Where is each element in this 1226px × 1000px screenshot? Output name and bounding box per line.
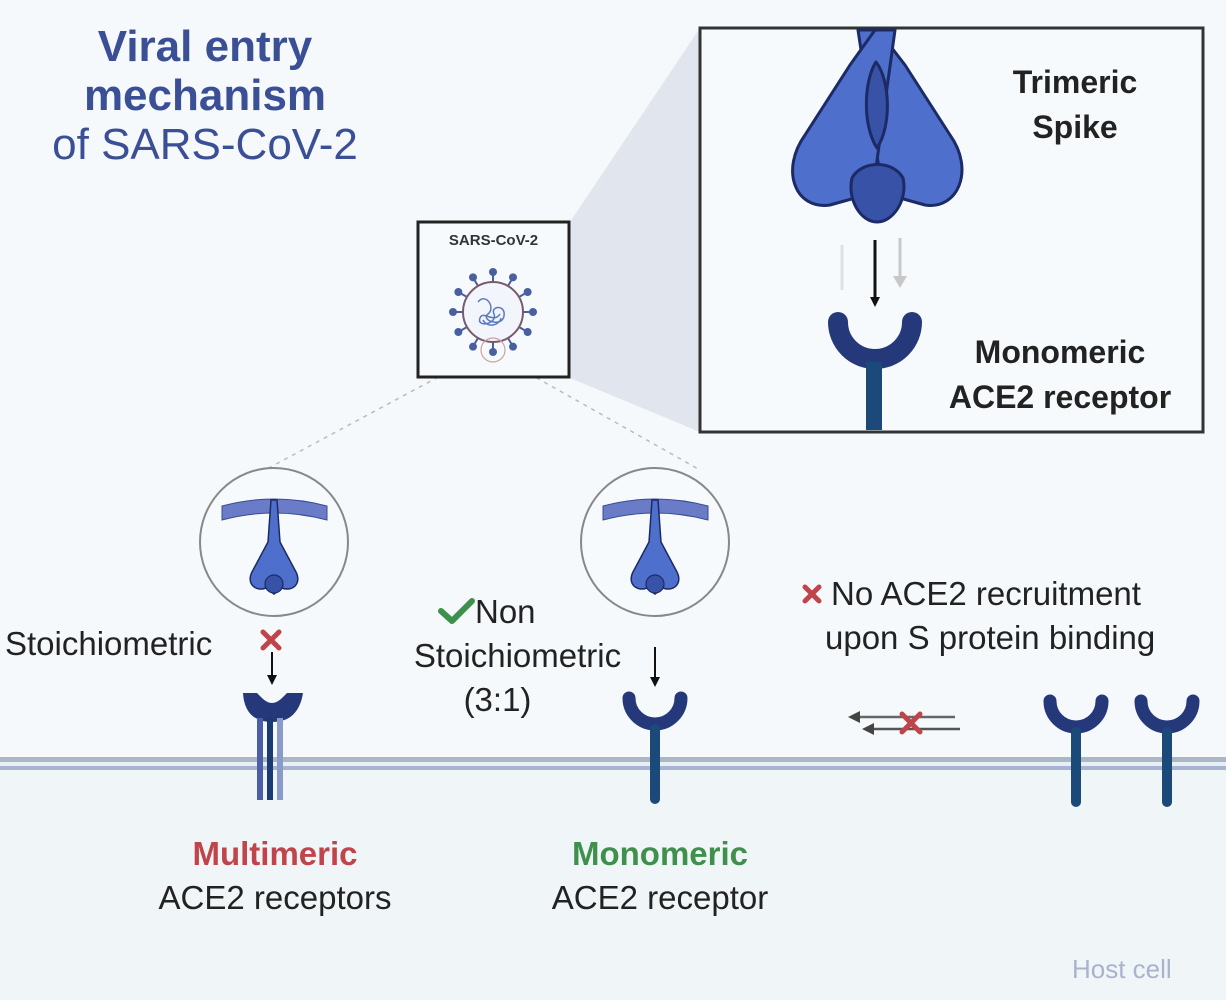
virus-icon [449, 268, 537, 363]
non-stoichiometric-label: Non Stoichiometric (3:1) [413, 593, 622, 718]
virus-spike-head [509, 342, 517, 351]
stoichiometric-label: Stoichiometric [5, 625, 213, 662]
monomeric-receptor-large [828, 312, 922, 430]
virus-spike-head [509, 273, 517, 282]
virus-zoom-marker [480, 337, 506, 363]
monomeric-receptor [622, 691, 688, 804]
cross-icon [260, 629, 282, 651]
virus-spike-head [469, 342, 477, 351]
trimeric-spike-large [791, 28, 964, 224]
spike-label: Trimeric Spike [1012, 64, 1138, 145]
cross-icon [802, 584, 822, 604]
virus-rna [477, 298, 505, 326]
multimeric-caption: Multimeric ACE2 receptors [158, 835, 392, 916]
host-cell-region [0, 770, 1226, 1000]
spike-zoom-circle-right [580, 467, 730, 617]
free-receptor-1 [1043, 694, 1109, 807]
zoom-panel [698, 26, 1205, 434]
virus-spike-head [489, 348, 497, 356]
virus-spike-head [469, 273, 477, 282]
blocked-recruitment-arrows [848, 711, 960, 735]
spike-rbd [645, 574, 665, 594]
multimeric-receptor [243, 693, 303, 800]
virus-spike-head [529, 308, 537, 316]
host-cell-membrane [0, 757, 1226, 770]
title-line-1: Viral entry [97, 22, 313, 71]
page-title: Viral entry mechanism of SARS-CoV-2 [20, 22, 390, 169]
zoom-projection-wedge [570, 28, 700, 432]
no-recruitment-label: No ACE2 recruitment upon S protein bindi… [825, 575, 1156, 656]
spike-rbd [264, 574, 284, 594]
virus-spike-head [523, 288, 532, 296]
virus-spike-head [449, 308, 457, 316]
free-receptor-2 [1134, 694, 1200, 807]
virus-spike-head [454, 328, 463, 336]
check-icon [438, 598, 475, 624]
virus-spike-head [523, 328, 532, 336]
receptor-label: Monomeric ACE2 receptor [948, 334, 1172, 415]
virus-label: SARS-CoV-2 [448, 232, 539, 249]
virus-spike-head [454, 288, 463, 296]
host-cell-label: Host cell [1072, 954, 1172, 984]
title-line-2: mechanism [83, 71, 327, 120]
spike-zoom-circle-left [199, 467, 349, 617]
monomeric-caption: Monomeric ACE2 receptor [551, 835, 769, 916]
virus-spike-head [489, 268, 497, 276]
title-line-3: of SARS-CoV-2 [52, 120, 358, 169]
